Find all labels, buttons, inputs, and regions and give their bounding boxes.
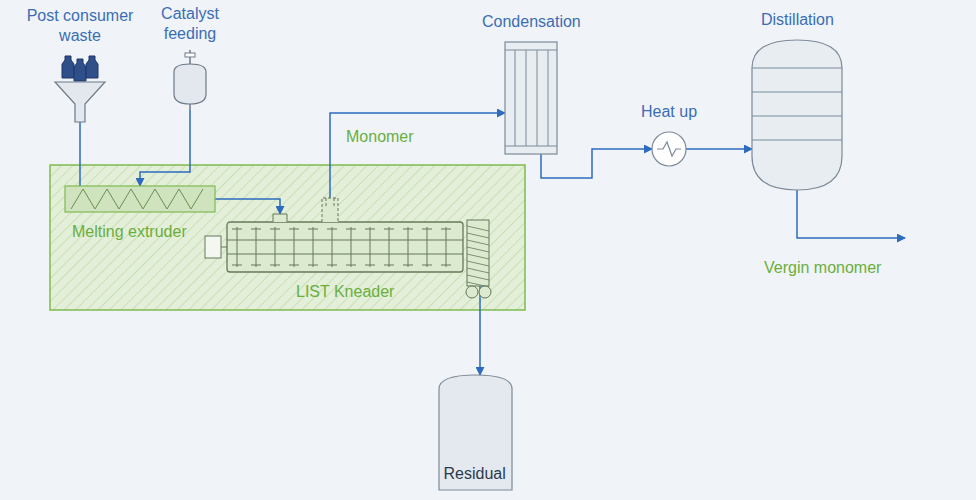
drawing-stroke	[467, 233, 489, 238]
kneading-paddle	[384, 227, 394, 267]
node-shape	[505, 42, 557, 154]
valve-icon	[185, 53, 195, 57]
kneading-paddle	[289, 227, 299, 267]
flow-connector	[330, 113, 505, 198]
distillation-column	[752, 40, 842, 190]
kneading-paddle	[270, 227, 280, 267]
node-shape	[205, 218, 495, 276]
kneading-paddle	[327, 227, 337, 267]
drawing-stroke	[467, 240, 489, 245]
condenser-shell	[505, 42, 557, 154]
residual-box: Residual	[439, 375, 512, 490]
product-line	[797, 190, 905, 238]
vapour-dome	[322, 198, 338, 222]
flow-connector	[79, 122, 81, 186]
extruder-barrel	[65, 186, 215, 212]
kneading-paddle	[441, 227, 451, 267]
node-label: Melting extruder	[72, 222, 187, 242]
hopper-funnel	[55, 82, 105, 122]
kneader-body	[227, 222, 463, 272]
node-label: Heat up	[641, 102, 697, 122]
kneading-paddle	[422, 227, 432, 267]
node-label: Residual	[444, 464, 506, 484]
heat-exchanger	[652, 132, 686, 166]
flow-connector	[686, 148, 752, 150]
process-zone	[50, 165, 525, 310]
heater: Heat up	[652, 132, 686, 166]
catalyst-feeder: Catalyst feeding	[170, 50, 210, 110]
discharge-screw	[467, 220, 489, 286]
feed-hopper: Post consumer waste	[55, 52, 105, 122]
column-tray	[752, 140, 842, 141]
distillation-column-box: Distillation	[752, 40, 842, 190]
condenser-tube	[515, 50, 516, 146]
flow-connector	[541, 149, 652, 178]
node-label: Condensation	[482, 12, 581, 32]
melting-extruder: Melting extruder	[65, 186, 215, 212]
kneading-paddle	[251, 227, 261, 267]
kneading-paddle	[232, 227, 242, 267]
drawing-stroke	[467, 226, 489, 231]
drawing-stroke	[221, 247, 227, 248]
bottle-icon	[74, 59, 86, 81]
discharge-roller	[466, 286, 478, 298]
list-kneader: LIST Kneader	[205, 218, 495, 276]
flow-connector	[215, 199, 280, 214]
bottle-icon	[62, 56, 74, 78]
condenser-tube	[526, 50, 527, 146]
output-label: Vergin monomer	[762, 258, 883, 278]
drawing-stroke	[467, 268, 489, 273]
node-shape	[752, 40, 842, 190]
discharge-roller	[479, 286, 491, 298]
kneading-paddle	[308, 227, 318, 267]
drawing-stroke	[189, 104, 191, 110]
node-shape	[55, 52, 105, 122]
kneading-paddle	[365, 227, 375, 267]
drawing-stroke	[227, 254, 463, 255]
condenser-tube	[537, 50, 538, 146]
node-label: Distillation	[761, 10, 834, 30]
drawing-stroke	[467, 261, 489, 266]
kneading-paddle	[403, 227, 413, 267]
node-shape	[652, 132, 686, 166]
node-shape	[65, 186, 215, 212]
screw-flight	[71, 189, 203, 209]
column-tray	[752, 116, 842, 117]
edge-label: Monomer	[344, 127, 416, 147]
drawing-stroke	[227, 240, 463, 241]
drawing-stroke	[467, 254, 489, 259]
column-tray	[752, 68, 842, 69]
catalyst-vessel	[174, 64, 206, 104]
bottle-icon	[86, 56, 98, 78]
node-label: Post consumer waste	[15, 6, 145, 46]
drawing-stroke	[467, 275, 489, 280]
residual-container	[439, 375, 512, 490]
flow-connector	[479, 286, 481, 375]
node-shape	[170, 50, 210, 110]
node-label: Catalyst feeding	[145, 4, 235, 44]
flow-connector	[140, 110, 190, 186]
kneading-paddle	[346, 227, 356, 267]
condenser: Condensation	[505, 42, 557, 154]
condenser-tube	[548, 50, 549, 146]
drawing-stroke	[505, 50, 557, 51]
drive-motor	[205, 236, 221, 258]
feed-inlet	[273, 214, 287, 222]
node-label: LIST Kneader	[296, 282, 394, 302]
drawing-stroke	[467, 247, 489, 252]
column-tray	[752, 92, 842, 93]
drawing-stroke	[505, 146, 557, 147]
heating-coil	[657, 142, 681, 156]
